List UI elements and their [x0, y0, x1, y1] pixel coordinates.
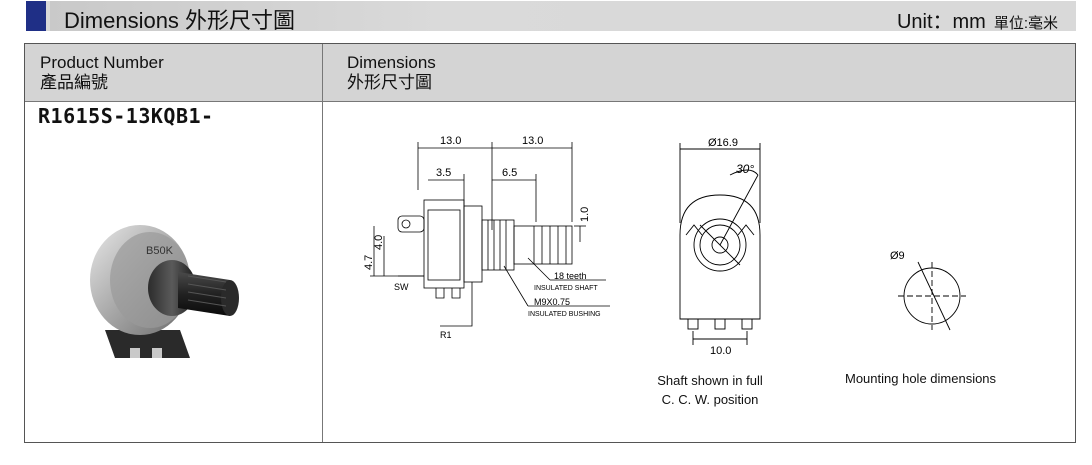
- terminal-base: [105, 330, 190, 358]
- front-view-caption: Shaft shown in full C. C. W. position: [640, 371, 780, 409]
- section-header-bar: Dimensions 外形尺寸圖 Unit：mm 單位:毫米: [26, 1, 1076, 34]
- col-dimensions-en: Dimensions: [347, 53, 436, 72]
- column-divider: [322, 44, 323, 442]
- col-product-number-cn: 產品編號: [40, 73, 108, 92]
- angle-label: 30°: [736, 162, 754, 176]
- dimension-table: Product Number 產品編號 Dimensions 外形尺寸圖 R16…: [24, 43, 1076, 443]
- dim-10: 10.0: [710, 345, 731, 357]
- dim-4-0: 4.0: [373, 235, 385, 250]
- hole-diameter: Ø9: [890, 250, 905, 262]
- terminal-pin: [152, 348, 162, 358]
- dim-13-left: 13.0: [440, 135, 461, 147]
- dim-13-right: 13.0: [522, 135, 543, 147]
- header-marker: [26, 1, 46, 31]
- front-caption-line1: Shaft shown in full: [657, 373, 763, 388]
- insulated-bushing-label: INSULATED BUSHING: [528, 311, 601, 318]
- front-caption-line2: C. C. W. position: [661, 392, 759, 407]
- section-title: Dimensions 外形尺寸圖: [64, 8, 296, 33]
- unit-cn: 單位:毫米: [993, 15, 1058, 32]
- front-diameter: Ø16.9: [708, 137, 738, 149]
- dim-4-7: 4.7: [363, 255, 375, 270]
- unit-mm: Unit：mm: [896, 11, 986, 33]
- unit-label: Unit：mm 單位:毫米: [897, 5, 1058, 34]
- terminal-pin: [130, 348, 140, 358]
- knurl-lines: [187, 275, 227, 307]
- mounting-hole-drawing: Ø9: [890, 250, 966, 331]
- dim-6-5: 6.5: [502, 167, 517, 179]
- front-view-drawing: Ø16.9 30° 10.0: [679, 137, 761, 357]
- teeth-label: 18 teeth: [554, 271, 587, 281]
- col-product-number-en: Product Number: [40, 53, 164, 72]
- shaft-tip: [221, 280, 239, 316]
- col-dimensions: Dimensions 外形尺寸圖: [347, 53, 436, 93]
- insulated-shaft-label: INSULATED SHAFT: [534, 285, 598, 292]
- hole-caption: Mounting hole dimensions: [845, 371, 997, 386]
- dim-1-0: 1.0: [579, 207, 591, 222]
- thread-label: M9X0.75: [534, 297, 570, 307]
- r1-label: R1: [440, 330, 452, 340]
- sw-label: SW: [394, 282, 409, 292]
- knob-label: B50K: [146, 245, 174, 257]
- table-header: Product Number 產品編號 Dimensions 外形尺寸圖: [25, 44, 1075, 102]
- col-dimensions-cn: 外形尺寸圖: [347, 73, 432, 92]
- potentiometer-photo: B50K: [90, 225, 239, 358]
- side-view-drawing: 13.0 13.0 3.5 6.5 1.0 4.7 4.0 18 teeth I…: [363, 135, 610, 340]
- product-number: R1615S-13KQB1-: [38, 104, 214, 128]
- dim-3-5: 3.5: [436, 167, 451, 179]
- header-band: [50, 1, 610, 31]
- col-product-number: Product Number 產品編號: [40, 53, 164, 93]
